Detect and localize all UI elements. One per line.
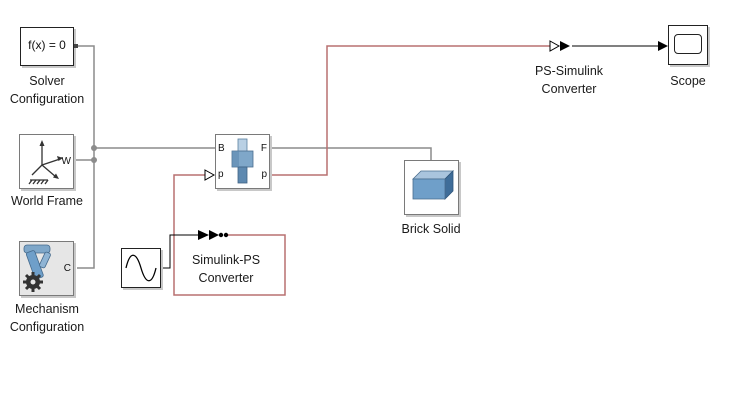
- simulink-ps-converter-label: Simulink-PS Converter: [191, 253, 261, 285]
- arrowhead-icon: [198, 230, 209, 240]
- scope-block[interactable]: [668, 25, 708, 65]
- ps-output-port-icon: [218, 232, 224, 238]
- arrowhead-icon: [658, 41, 668, 51]
- ps-simulink-converter-block[interactable]: [549, 40, 570, 52]
- solver-port-icon: [74, 44, 78, 48]
- converter-triangle-icon: [209, 230, 219, 240]
- scope-label: Scope: [670, 74, 706, 88]
- mechanism-configuration-label: Mechanism Configuration: [9, 302, 85, 334]
- line-simulink-ps-to-joint-p[interactable]: [173, 174, 286, 296]
- junction-dot: [91, 145, 97, 151]
- converter-triangle-icon: [560, 41, 570, 51]
- world-frame-label: World Frame: [10, 194, 84, 208]
- prismatic-joint-icon: [231, 138, 254, 184]
- ps-signal-connections: [173, 45, 550, 296]
- mechanism-configuration-block[interactable]: C: [19, 241, 74, 296]
- ps-input-port-icon: [204, 169, 216, 181]
- joint-port-b-label: B: [218, 143, 225, 154]
- ps-input-port-icon: [549, 40, 561, 52]
- brick-solid-label: Brick Solid: [401, 222, 461, 236]
- sine-wave-icon: [125, 254, 157, 282]
- line-sine-to-simulink-ps[interactable]: [161, 234, 198, 269]
- world-frame-port-label: W: [61, 156, 71, 167]
- line-joint-p-to-ps-simulink[interactable]: [270, 45, 550, 176]
- solver-equation-text: f(x) = 0: [28, 38, 66, 52]
- line-joint-f-to-brick[interactable]: [270, 147, 432, 160]
- solver-configuration-label: Solver Configuration: [9, 74, 85, 106]
- brick-icon: [412, 170, 454, 200]
- simulink-ps-converter-block[interactable]: [209, 230, 229, 240]
- junction-dot: [91, 157, 97, 163]
- joint-port-p-in-label: p: [218, 169, 224, 180]
- ps-output-port-icon: [223, 232, 229, 238]
- robot-arm-icon: [23, 244, 51, 292]
- simulink-connections: [161, 45, 658, 269]
- joint-port-f-label: F: [260, 143, 267, 154]
- solver-configuration-block[interactable]: f(x) = 0: [20, 27, 74, 66]
- mechanism-port-label: C: [63, 263, 71, 274]
- ps-simulink-converter-label: PS-Simulink Converter: [534, 64, 604, 96]
- sine-wave-block[interactable]: [121, 248, 161, 288]
- world-frame-icon: [28, 140, 63, 185]
- joint-port-p-out-label: p: [261, 169, 267, 180]
- world-frame-block[interactable]: W: [19, 134, 74, 189]
- scope-screen-icon: [674, 34, 702, 54]
- prismatic-joint-block[interactable]: B F p p: [215, 134, 270, 189]
- brick-solid-block[interactable]: [404, 160, 459, 215]
